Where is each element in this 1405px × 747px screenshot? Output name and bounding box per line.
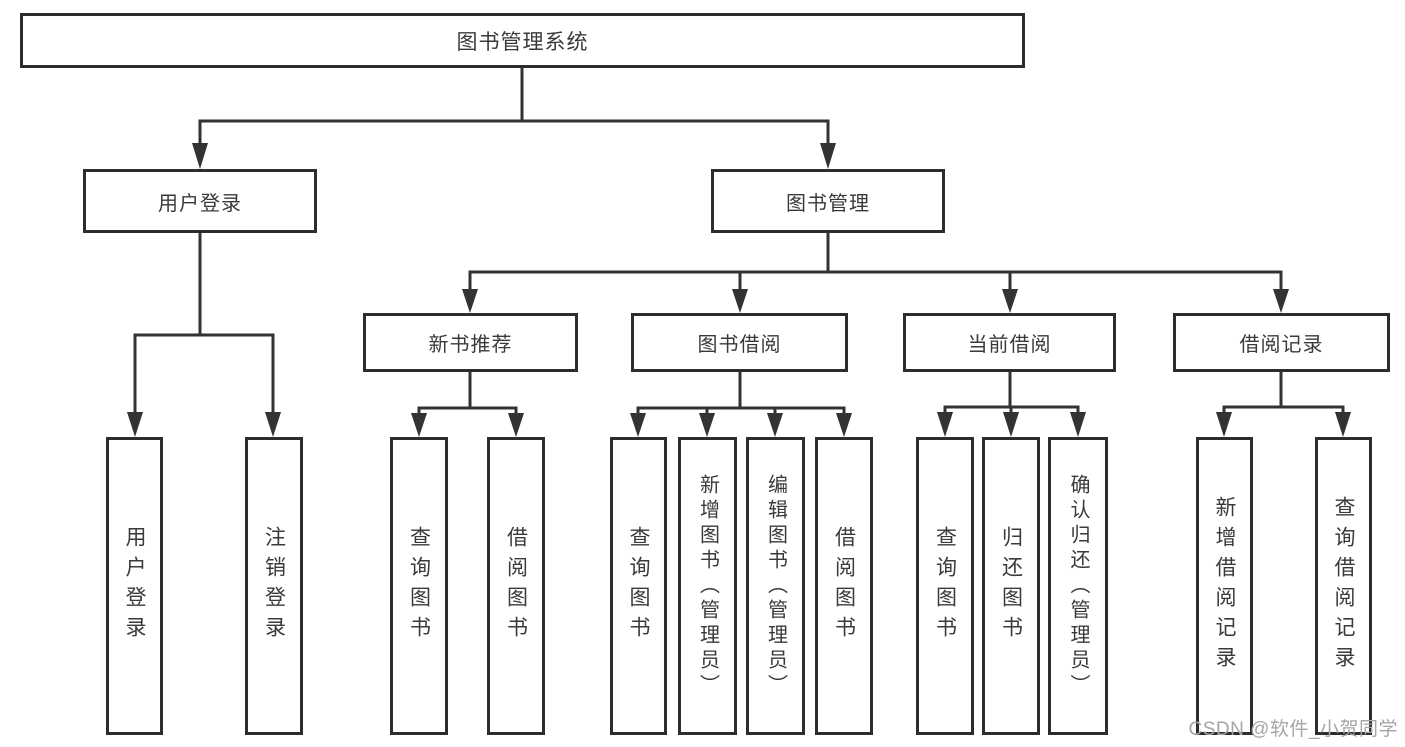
leaf-label: 借阅图书 (504, 526, 528, 646)
node-borrowing-records: 借阅记录 (1173, 313, 1390, 372)
leaf-return-books: 归还图书 (982, 437, 1040, 735)
leaf-label: 查询借阅记录 (1332, 496, 1355, 676)
leaf-query-books-borrow: 查询图书 (610, 437, 667, 735)
node-current-borrowing: 当前借阅 (903, 313, 1116, 372)
leaf-query-books-newbook: 查询图书 (390, 437, 448, 735)
leaf-label: 新增图书（管理员） (696, 473, 719, 699)
leaf-label: 查询图书 (933, 526, 957, 646)
node-library-management-system: 图书管理系统 (20, 13, 1025, 68)
node-book-borrowing: 图书借阅 (631, 313, 848, 372)
leaf-borrow-books-newbook: 借阅图书 (487, 437, 545, 735)
leaf-borrow-books: 借阅图书 (815, 437, 873, 735)
leaf-label: 用户登录 (123, 526, 146, 646)
node-user-login: 用户登录 (83, 169, 317, 233)
leaf-label: 确认归还（管理员） (1067, 473, 1089, 699)
leaf-label: 新增借阅记录 (1213, 496, 1236, 676)
leaf-label: 查询图书 (627, 526, 650, 646)
watermark: CSDN @软件_小贺同学 (1188, 719, 1398, 740)
leaf-label: 借阅图书 (832, 526, 856, 646)
leaf-label: 归还图书 (999, 526, 1023, 646)
leaf-add-books-admin: 新增图书（管理员） (678, 437, 737, 735)
leaf-add-borrow-record: 新增借阅记录 (1196, 437, 1253, 735)
leaf-label: 查询图书 (407, 526, 431, 646)
leaf-logout: 注销登录 (245, 437, 303, 735)
leaf-edit-books-admin: 编辑图书（管理员） (746, 437, 805, 735)
leaf-query-books-current: 查询图书 (916, 437, 974, 735)
leaf-query-borrow-record: 查询借阅记录 (1315, 437, 1372, 735)
leaf-user-login: 用户登录 (106, 437, 163, 735)
leaf-label: 编辑图书（管理员） (764, 473, 787, 699)
leaf-label: 注销登录 (262, 526, 286, 646)
node-book-management: 图书管理 (711, 169, 945, 233)
node-new-book-recommendation: 新书推荐 (363, 313, 578, 372)
leaf-confirm-return-admin: 确认归还（管理员） (1048, 437, 1108, 735)
